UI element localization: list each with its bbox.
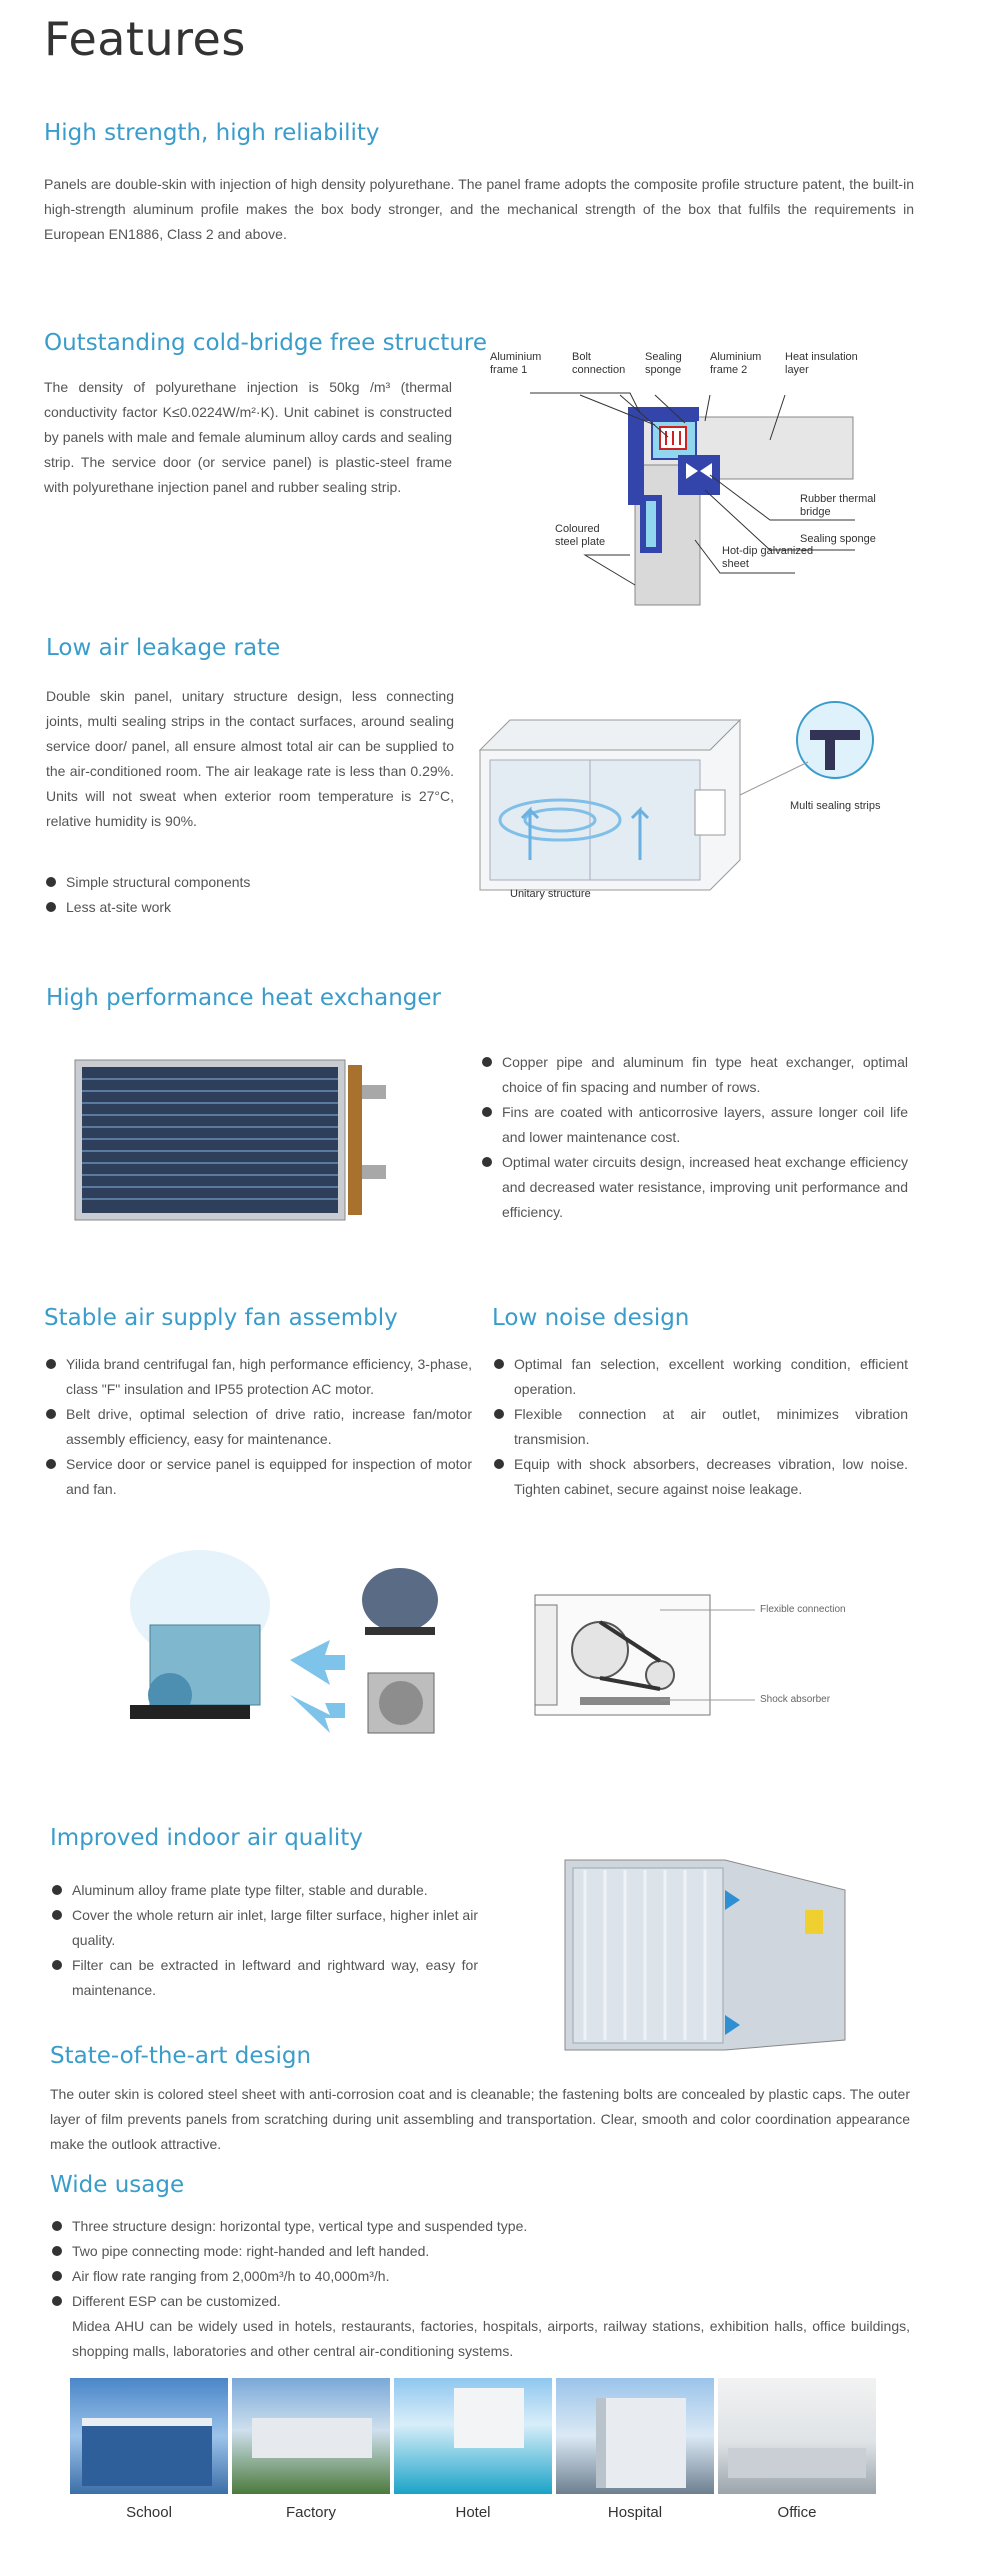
section-heading-air-quality: Improved indoor air quality [50,1825,363,1851]
section-text-air-leakage: Double skin panel, unitary structure des… [46,688,454,829]
label-shock-absorber: Shock absorber [760,1694,831,1705]
list-item: Belt drive, optimal selection of drive r… [44,1402,472,1452]
label-sealing-sponge-top: Sealing sponge [645,351,682,376]
label-hot-dip-galvanized: Hot-dip galvanized sheet [722,545,814,570]
section-text-cold-bridge: The density of polyurethane injection is… [44,379,452,495]
list-item: Yilida brand centrifugal fan, high perfo… [44,1352,472,1402]
fan-assembly-image [110,1545,460,1755]
label-flexible-connection: Flexible connection [760,1604,846,1615]
low-noise-bullets: Optimal fan selection, excellent working… [492,1352,908,1502]
list-item: Less at-site work [44,895,444,920]
section-heading-air-leakage: Low air leakage rate [46,635,281,661]
heat-exchanger-image [70,1055,390,1225]
filter-unit-image [555,1850,855,2060]
photo-hotel [394,2378,552,2494]
list-item: Equip with shock absorbers, decreases vi… [492,1452,908,1502]
label-rubber-thermal-bridge: Rubber thermal bridge [800,493,876,518]
photo-caption-school: School [126,2504,172,2521]
section-text-design: The outer skin is colored steel sheet wi… [50,2086,910,2152]
list-item: Simple structural components [44,870,444,895]
section-text-strength: Panels are double-skin with injection of… [44,176,914,242]
low-noise-diagram: Flexible connection Shock absorber [530,1585,910,1725]
label-aluminium-frame-1: Aluminium frame 1 [490,351,542,376]
section-heading-low-noise: Low noise design [492,1305,690,1331]
wide-usage-bullets: Three structure design: horizontal type,… [50,2214,910,2314]
photo-factory [232,2378,390,2494]
photo-caption-factory: Factory [285,2504,336,2521]
label-sealing-sponge: Sealing sponge [800,533,876,545]
label-bolt-connection: Bolt connection [572,351,626,376]
label-heat-insulation: Heat insulation layer [785,351,858,376]
list-item: Two pipe connecting mode: right-handed a… [50,2239,910,2264]
section-heading-cold-bridge: Outstanding cold-bridge free structure [44,330,487,356]
label-coloured-steel-plate: Coloured steel plate [555,523,606,548]
cold-bridge-diagram: Aluminium frame 1 Bolt connection Sealin… [480,345,910,610]
air-leakage-bullets: Simple structural components Less at-sit… [44,870,444,920]
list-item: Flexible connection at air outlet, minim… [492,1402,908,1452]
list-item: Three structure design: horizontal type,… [50,2214,910,2239]
list-item: Optimal water circuits design, increased… [480,1150,908,1225]
section-heading-strength: High strength, high reliability [44,120,380,146]
section-heading-design: State-of-the-art design [50,2043,312,2069]
section-heading-heat-exchanger: High performance heat exchanger [46,985,441,1011]
air-quality-bullets: Aluminum alloy frame plate type filter, … [50,1878,478,2003]
section-heading-fan-assembly: Stable air supply fan assembly [44,1305,398,1331]
label-unitary-structure: Unitary structure [510,888,591,900]
wide-usage-extra: Midea AHU can be widely used in hotels, … [72,2318,910,2359]
list-item: Filter can be extracted in leftward and … [50,1953,478,2003]
label-aluminium-frame-2: Aluminium frame 2 [710,351,762,376]
section-heading-wide-usage: Wide usage [50,2172,185,2198]
list-item: Service door or service panel is equippe… [44,1452,472,1502]
photo-office [718,2378,876,2494]
photo-caption-hospital: Hospital [607,2504,663,2521]
label-multi-sealing-strips: Multi sealing strips [790,800,881,812]
heat-exchanger-bullets: Copper pipe and aluminum fin type heat e… [480,1050,908,1225]
list-item: Optimal fan selection, excellent working… [492,1352,908,1402]
fan-assembly-bullets: Yilida brand centrifugal fan, high perfo… [44,1352,472,1502]
photo-hospital [556,2378,714,2494]
photo-caption-hotel: Hotel [455,2504,491,2521]
page-title: Features [44,12,246,66]
list-item: Air flow rate ranging from 2,000m³/h to … [50,2264,910,2289]
photo-caption-office: Office [777,2504,817,2521]
list-item: Copper pipe and aluminum fin type heat e… [480,1050,908,1100]
photo-school [70,2378,228,2494]
list-item: Cover the whole return air inlet, large … [50,1903,478,1953]
list-item: Aluminum alloy frame plate type filter, … [50,1878,478,1903]
list-item: Fins are coated with anticorrosive layer… [480,1100,908,1150]
unitary-structure-image: Unitary structure Multi sealing strips [470,700,910,910]
list-item: Different ESP can be customized. [50,2289,910,2314]
